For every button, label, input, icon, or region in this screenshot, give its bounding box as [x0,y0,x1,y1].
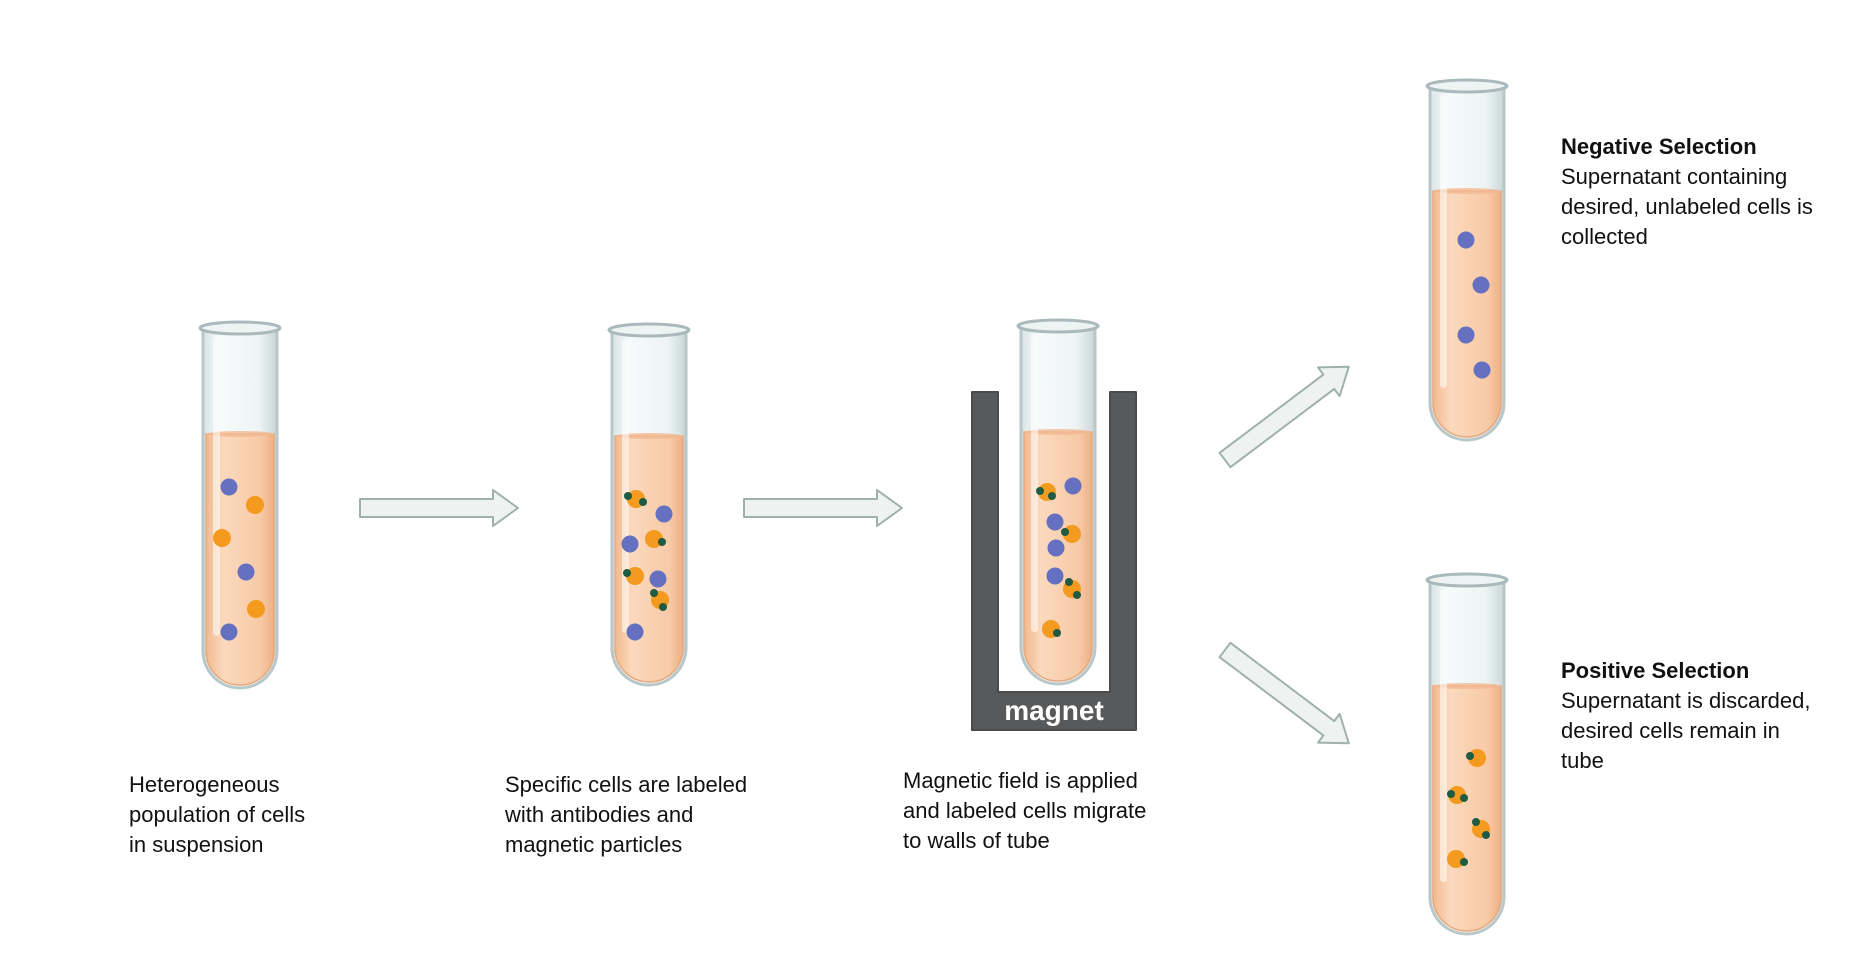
caption-line: Supernatant containing [1561,164,1788,189]
magnetic-particle [650,589,658,597]
test-tube-negative-selection [1425,78,1509,442]
caption-line: population of cells [129,802,306,827]
test-tube-labeled [607,322,691,687]
arrow-to-negative-selection [1218,365,1350,469]
tube-highlight [1031,334,1038,632]
unlabeled-cell [220,478,238,496]
magnetic-particle [1482,831,1490,839]
caption-line: desired cells remain in [1561,718,1780,743]
caption-line: tube [1561,748,1604,773]
magnetic-particle [623,569,631,577]
fluid-meniscus [615,433,683,439]
caption-line: in suspension [129,832,264,857]
test-tube-positive-selection [1425,572,1509,936]
fluid-meniscus [1433,188,1501,194]
unlabeled-cell [220,623,238,641]
magnetic-particle [1036,487,1044,495]
magnetic-particle [1065,578,1073,586]
magnetic-particle [1048,492,1056,500]
tube-rim [1425,78,1509,94]
unlabeled-cell [1046,513,1064,531]
negative-selection-caption: Negative Selection Supernatant containin… [1561,132,1813,252]
arrow-step-2-to-3 [743,489,903,527]
caption-line: Magnetic field is applied [903,768,1138,793]
magnetic-particle [624,492,632,500]
unlabeled-cell [621,535,639,553]
unlabeled-cell [1064,477,1082,495]
caption-line: Specific cells are labeled [505,772,748,797]
caption-line: magnetic particles [505,832,683,857]
magnetic-particle [1460,858,1468,866]
tube-fluid [1432,685,1502,932]
step-3-caption: Magnetic field is applied and labeled ce… [903,766,1146,856]
unlabeled-cell [1472,276,1490,294]
positive-selection-caption: Positive Selection Supernatant is discar… [1561,656,1811,776]
unlabeled-cell [1473,361,1491,379]
arrow-step-1-to-2 [359,489,519,527]
unlabeled-cell [1457,231,1475,249]
caption-line: with antibodies and [505,802,694,827]
magnetic-particle [1472,818,1480,826]
unlabeled-cell [237,563,255,581]
step-1-caption: Heterogeneous population of cells in sus… [129,770,305,860]
negative-selection-title: Negative Selection [1561,134,1757,159]
tube-rim [1425,572,1509,588]
unlabeled-cell [1047,539,1065,557]
unlabeled-cell [626,623,644,641]
target-cell [213,529,231,547]
caption-line: desired, unlabeled cells is [1561,194,1813,219]
tube-highlight [622,338,629,633]
fluid-meniscus [1433,683,1501,689]
unlabeled-cell [649,570,667,588]
tube-rim [607,322,691,338]
caption-line: Heterogeneous [129,772,280,797]
magnetic-particle [1460,794,1468,802]
caption-line: Supernatant is discarded, [1561,688,1811,713]
caption-line: to walls of tube [903,828,1050,853]
unlabeled-cell [1046,567,1064,585]
fluid-meniscus [1024,429,1092,435]
target-cell [246,496,264,514]
magnetic-particle [658,538,666,546]
magnetic-particle [1447,790,1455,798]
tube-highlight [1440,94,1447,388]
step-2-caption: Specific cells are labeled with antibodi… [505,770,747,860]
magnetic-particle [639,498,647,506]
target-cell [247,600,265,618]
unlabeled-cell [1457,326,1475,344]
arrow-to-positive-selection [1218,641,1350,745]
caption-line: collected [1561,224,1648,249]
tube-rim [198,320,282,336]
test-tube-in-magnet [1016,318,1100,686]
caption-line: and labeled cells migrate [903,798,1147,823]
magnet [971,391,1137,731]
magnetic-particle [659,603,667,611]
magnetic-particle [1053,629,1061,637]
magnetic-particle [1073,591,1081,599]
test-tube-heterogeneous [198,320,282,690]
magnetic-particle [1061,528,1069,536]
positive-selection-title: Positive Selection [1561,658,1750,683]
tube-highlight [213,336,220,636]
unlabeled-cell [655,505,673,523]
tube-highlight [1440,588,1447,882]
magnet-label: magnet [1004,695,1104,726]
tube-rim [1016,318,1100,334]
magnetic-particle [1466,752,1474,760]
fluid-meniscus [206,431,274,437]
